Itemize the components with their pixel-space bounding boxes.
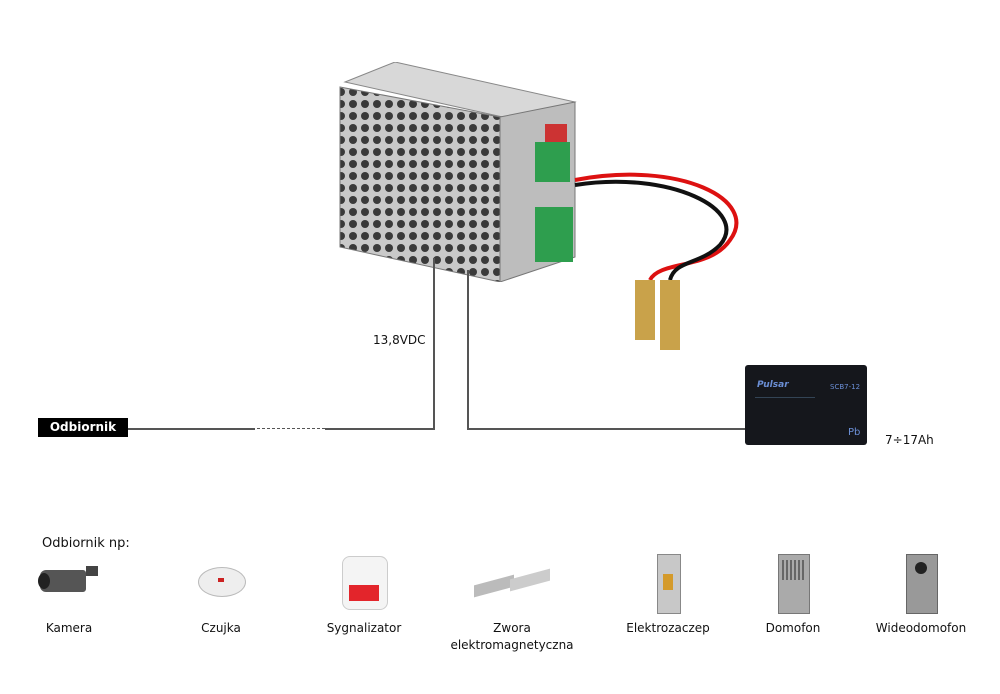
video-intercom-icon <box>906 552 938 614</box>
example-electric-strike: Elektrozaczep <box>603 552 733 637</box>
siren-icon <box>342 552 388 614</box>
battery-model: SCB7-12 <box>830 383 861 391</box>
battery-leads <box>574 172 739 350</box>
magnetic-lock-icon <box>474 552 550 614</box>
example-magnetic-lock: Zwora elektromagnetyczna <box>447 552 577 654</box>
wire-dashed-gap <box>257 428 325 429</box>
battery-capacity-label: 7÷17Ah <box>885 433 934 447</box>
example-smoke-detector: Czujka <box>156 552 286 637</box>
example-siren: Sygnalizator <box>299 552 429 637</box>
electric-strike-icon <box>657 552 681 614</box>
intercom-icon <box>778 552 810 614</box>
example-intercom: Domofon <box>728 552 858 637</box>
wire-psu-to-battery-horizontal <box>467 428 747 430</box>
voltage-label: 13,8VDC <box>373 333 426 347</box>
example-camera: Kamera <box>4 552 134 637</box>
camera-icon <box>38 552 100 614</box>
power-supply-image <box>335 61 580 283</box>
wire-psu-to-receiver-horizontal-b <box>128 428 255 430</box>
battery-image: Pulsar SCB7-12 Pb <box>745 365 867 445</box>
example-video-intercom: Wideodomofon <box>856 552 986 637</box>
smoke-detector-icon <box>198 552 246 614</box>
wire-psu-to-receiver-vertical <box>433 258 435 429</box>
battery-brand: Pulsar <box>757 380 789 390</box>
battery-pb-mark: Pb <box>848 427 861 438</box>
wire-psu-to-battery-vertical <box>467 270 469 429</box>
examples-title: Odbiornik np: <box>42 536 130 551</box>
receiver-label: Odbiornik <box>38 418 128 437</box>
wire-psu-to-receiver-horizontal-a <box>325 428 435 430</box>
